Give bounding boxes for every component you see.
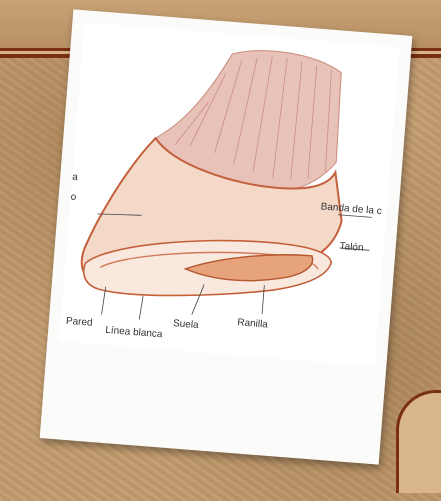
label-wall: Pared <box>65 316 92 329</box>
label-left-second: o <box>70 192 76 203</box>
label-heel: Talón <box>339 241 364 254</box>
header-title <box>0 0 441 14</box>
label-frog: Ranilla <box>237 317 268 330</box>
scroll-curl-decoration <box>396 390 441 493</box>
hoof-illustration <box>59 22 399 366</box>
polaroid-photo: a o Banda de la c Talón Pared Línea blan… <box>40 9 413 464</box>
hoof-diagram: a o Banda de la c Talón Pared Línea blan… <box>59 22 399 366</box>
label-left-top: a <box>72 172 78 183</box>
label-sole: Suela <box>173 318 199 331</box>
